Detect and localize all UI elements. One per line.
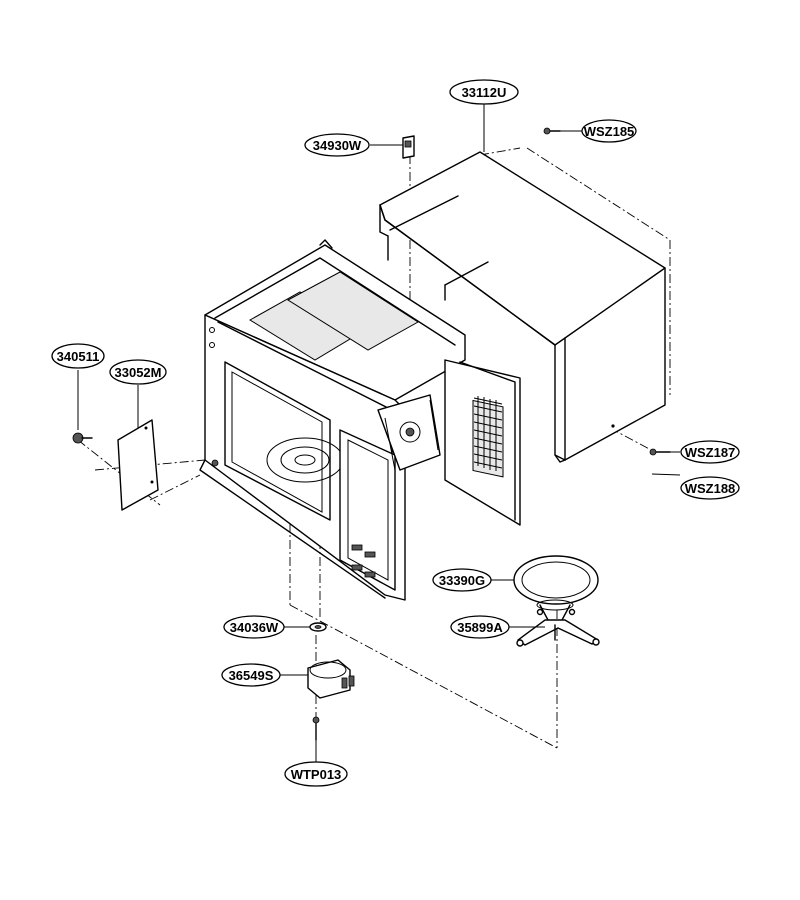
callout-label: WSZ185 <box>584 124 635 139</box>
screw-side-part <box>649 448 680 456</box>
screw-top-part <box>543 127 582 135</box>
callout-34036W: 34036W <box>223 615 285 639</box>
motor-screw-part <box>312 716 320 762</box>
callout-label: 33052M <box>115 365 162 380</box>
coupler-part <box>282 622 327 632</box>
callout-33052M: 33052M <box>109 359 167 385</box>
callout-WSZ185: WSZ185 <box>581 119 637 143</box>
callout-label: 34930W <box>313 138 362 153</box>
motor-part <box>280 659 355 699</box>
callout-33390G: 33390G <box>432 568 492 592</box>
oven-cavity-chassis <box>199 239 521 601</box>
callout-WSZ187: WSZ187 <box>680 440 740 464</box>
outer-cabinet-cover <box>379 151 666 463</box>
clip-part <box>72 370 93 444</box>
callout-label: WTP013 <box>291 767 342 782</box>
callout-label: 33112U <box>462 85 507 100</box>
callout-WTP013: WTP013 <box>284 761 348 787</box>
callout-WSZ188: WSZ188 <box>680 476 740 500</box>
callout-34930W: 34930W <box>304 133 370 157</box>
callout-label: WSZ187 <box>685 445 736 460</box>
waveguide-cover-part <box>117 385 159 511</box>
callout-label: 33390G <box>439 573 485 588</box>
callout-340511: 340511 <box>51 343 105 369</box>
glass-tray-part <box>490 555 599 605</box>
latch-switch-part <box>370 135 415 159</box>
roller-ring-part <box>508 599 600 647</box>
callout-label: 34036W <box>230 620 279 635</box>
vent-grid <box>473 396 503 471</box>
callout-35899A: 35899A <box>450 615 510 639</box>
callout-33112U: 33112U <box>449 79 519 105</box>
callout-label: 36549S <box>229 668 274 683</box>
callout-label: 35899A <box>457 620 503 635</box>
callout-label: 340511 <box>57 349 100 364</box>
callout-label: WSZ188 <box>685 481 736 496</box>
callout-36549S: 36549S <box>221 663 281 687</box>
